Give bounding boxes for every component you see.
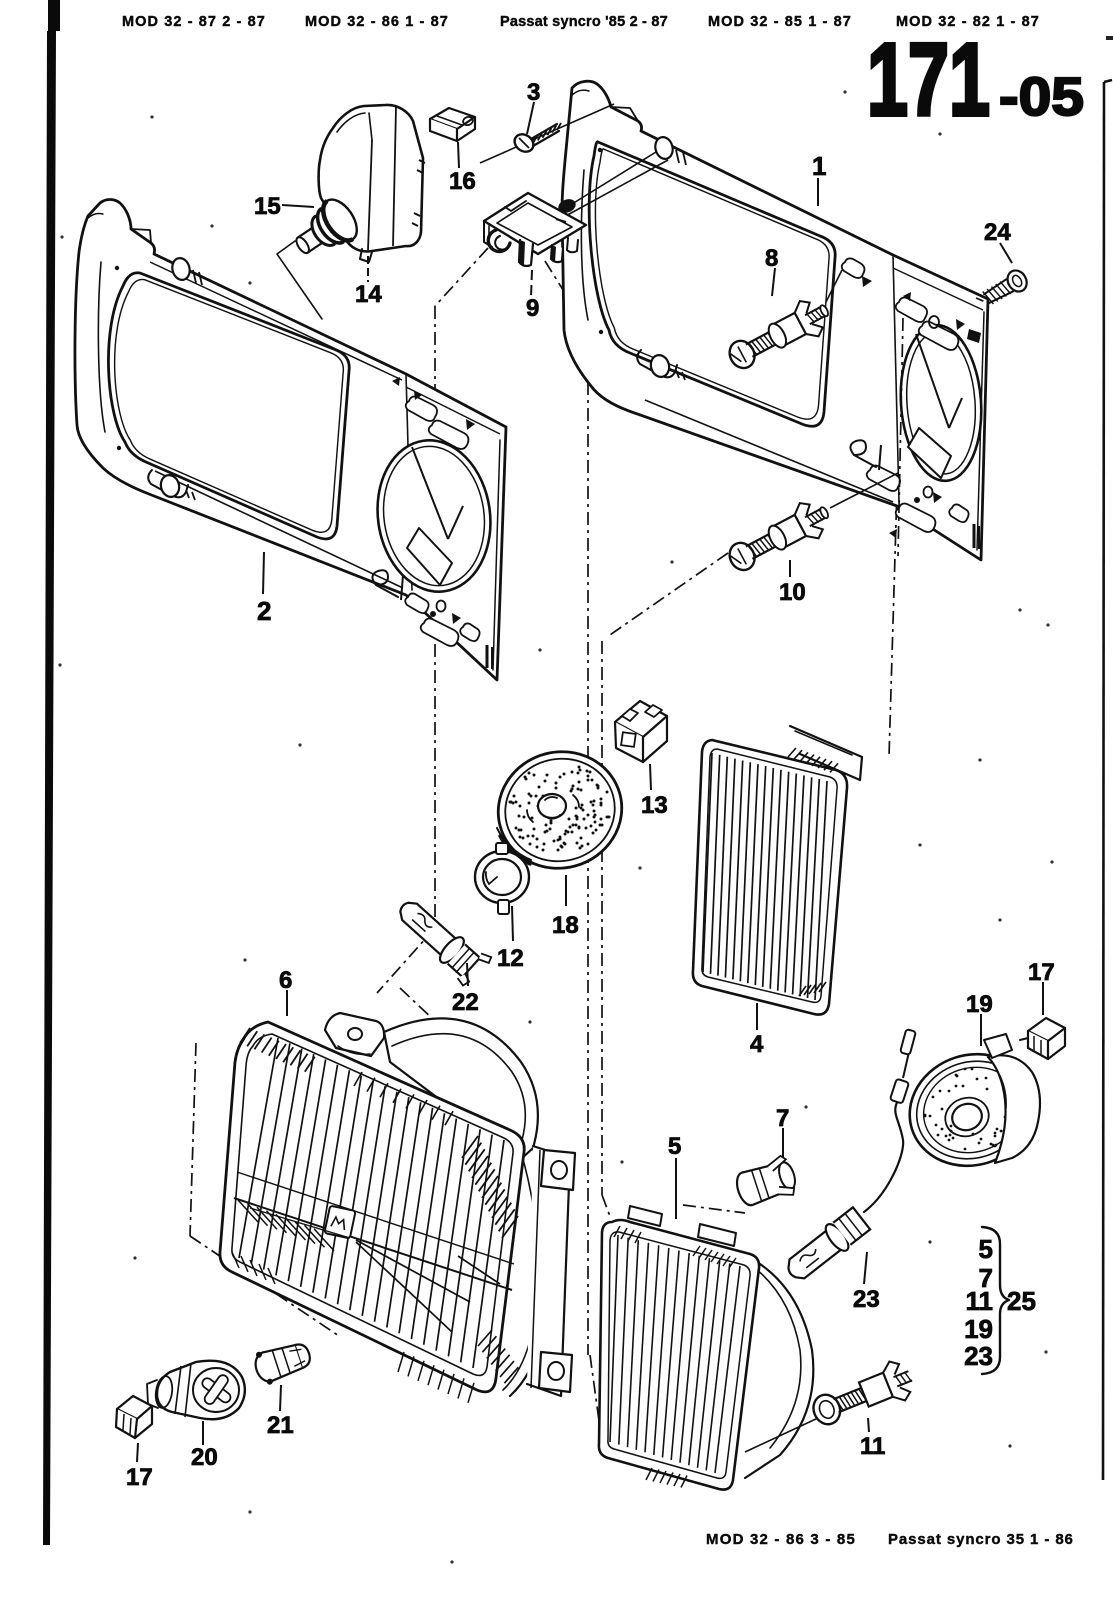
svg-text:7: 7 [979,1263,993,1293]
svg-text:9: 9 [526,295,539,322]
svg-text:21: 21 [267,1412,294,1439]
svg-text:23: 23 [964,1341,993,1371]
svg-text:MOD 32 - 86 3 - 85: MOD 32 - 86 3 - 85 [706,1531,856,1548]
svg-text:13: 13 [641,792,668,819]
svg-text:5: 5 [979,1234,993,1264]
svg-text:25: 25 [1007,1286,1036,1316]
svg-text:11: 11 [860,1433,885,1460]
svg-text:15: 15 [254,193,281,220]
svg-text:2: 2 [257,596,271,626]
svg-text:5: 5 [668,1133,681,1160]
svg-text:4: 4 [750,1031,764,1058]
svg-text:19: 19 [966,991,993,1018]
svg-text:171: 171 [867,22,990,137]
svg-text:24: 24 [984,219,1011,246]
svg-text:19: 19 [964,1314,993,1344]
svg-text:MOD 32 - 87 2 - 87: MOD 32 - 87 2 - 87 [122,14,266,30]
svg-text:MOD 32 - 82 1 - 87: MOD 32 - 82 1 - 87 [896,14,1040,30]
svg-text:11: 11 [966,1286,994,1316]
svg-text:17: 17 [1028,959,1055,986]
svg-text:20: 20 [191,1444,218,1471]
svg-text:12: 12 [497,945,524,972]
svg-text:-05: -05 [999,67,1084,127]
svg-text:1: 1 [812,151,826,181]
svg-text:Passat syncro 35 1 - 86: Passat syncro 35 1 - 86 [888,1531,1074,1548]
svg-text:18: 18 [552,912,579,939]
svg-text:10: 10 [779,579,806,606]
svg-text:22: 22 [452,989,479,1016]
svg-text:16: 16 [449,168,476,195]
svg-text:14: 14 [355,281,382,308]
svg-text:23: 23 [853,1286,880,1313]
svg-text:Passat syncro '85 2 - 87: Passat syncro '85 2 - 87 [500,14,668,30]
svg-text:7: 7 [776,1105,789,1132]
svg-text:MOD 32 - 85 1 - 87: MOD 32 - 85 1 - 87 [708,14,852,30]
svg-text:17: 17 [126,1464,153,1491]
svg-text:MOD 32 - 86 1 - 87: MOD 32 - 86 1 - 87 [305,14,449,30]
svg-text:8: 8 [765,245,778,272]
svg-text:3: 3 [527,79,540,106]
svg-text:6: 6 [279,967,292,994]
